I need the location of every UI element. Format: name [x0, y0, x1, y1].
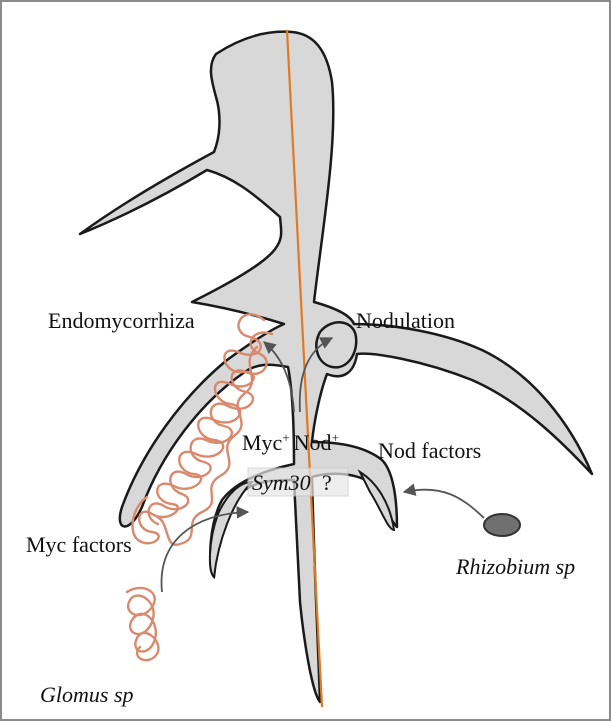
label-endomycorrhiza: Endomycorrhiza [48, 308, 195, 333]
rhizobium-cell [484, 514, 520, 536]
label-nod-sup: + [332, 430, 339, 445]
label-myc: Myc [242, 430, 283, 455]
label-sym30: Sym30 [252, 470, 311, 495]
root-system [80, 32, 592, 702]
label-glomus: Glomus sp [40, 682, 134, 707]
nod-factors-arrow [404, 490, 484, 518]
label-nodulation: Nodulation [356, 308, 455, 333]
label-myc-factors: Myc factors [26, 532, 132, 557]
label-nod: Nod [294, 430, 332, 455]
label-nod-factors: Nod factors [378, 438, 481, 463]
label-question: ? [322, 470, 332, 495]
label-rhizobium: Rhizobium sp [455, 554, 575, 579]
glomus-hyphae [127, 588, 158, 660]
lateral-root-left [210, 482, 252, 577]
label-myc-sup: + [282, 430, 289, 445]
label-myc-nod-group: Myc+Nod+ [242, 430, 339, 455]
myc-factors-arrow [162, 512, 248, 592]
